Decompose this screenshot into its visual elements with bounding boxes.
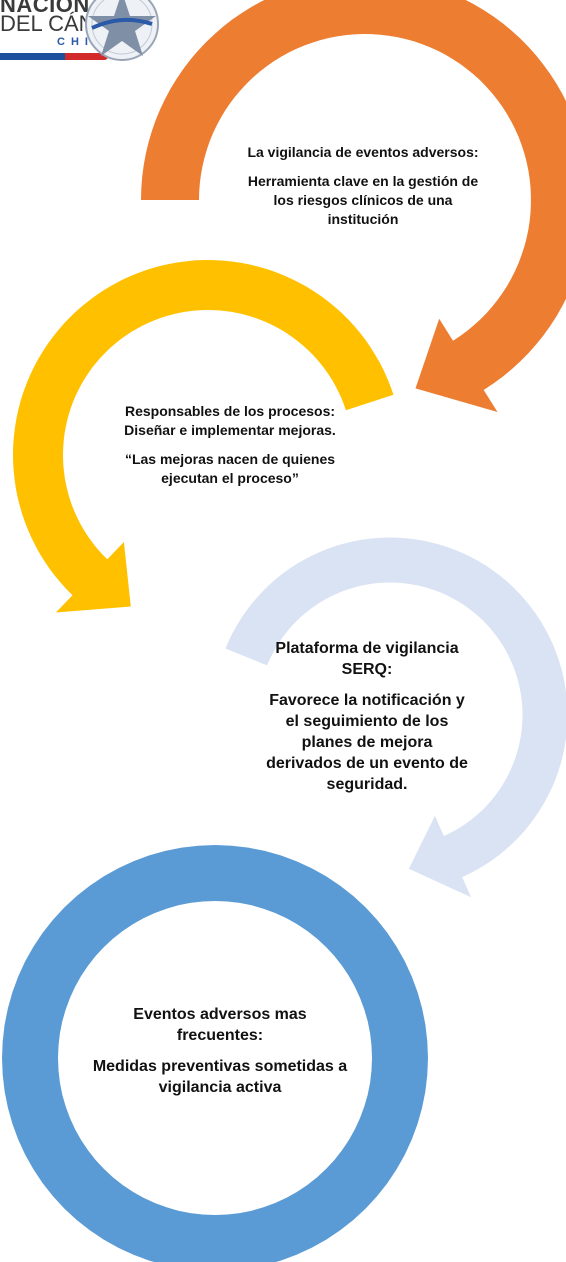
- accreditation-star-seal-icon: [85, 0, 159, 61]
- step-3-body: Favorece la notificación y el seguimient…: [266, 692, 468, 793]
- step-1-body: Herramienta clave en la gestión de los r…: [247, 173, 479, 227]
- step-3-title: Plataforma de vigilancia SERQ:: [275, 640, 459, 678]
- step-4-title: Eventos adversos mas frecuentes:: [133, 1006, 307, 1044]
- step-1-title: La vigilancia de eventos adversos:: [247, 144, 479, 160]
- step-2-body: “Las mejoras nacen de quienes ejecutan e…: [124, 451, 336, 486]
- institution-logo: NACIONAL DEL CÁNCER CHILE: [0, 0, 190, 75]
- logo-flag-bar: [0, 53, 108, 60]
- step-4-body: Medidas preventivas sometidas a vigilanc…: [92, 1058, 348, 1096]
- step-4-text: Eventos adversos mas frecuentes: Medidas…: [90, 1004, 350, 1098]
- step-1-text: La vigilancia de eventos adversos: Herra…: [238, 143, 488, 229]
- yellow-circular-arrow: [13, 260, 394, 613]
- step-3-text: Plataforma de vigilancia SERQ: Favorece …: [262, 638, 472, 795]
- step-2-text: Responsables de los procesos: Diseñar e …: [108, 402, 352, 488]
- step-2-title: Responsables de los procesos: Diseñar e …: [124, 403, 336, 438]
